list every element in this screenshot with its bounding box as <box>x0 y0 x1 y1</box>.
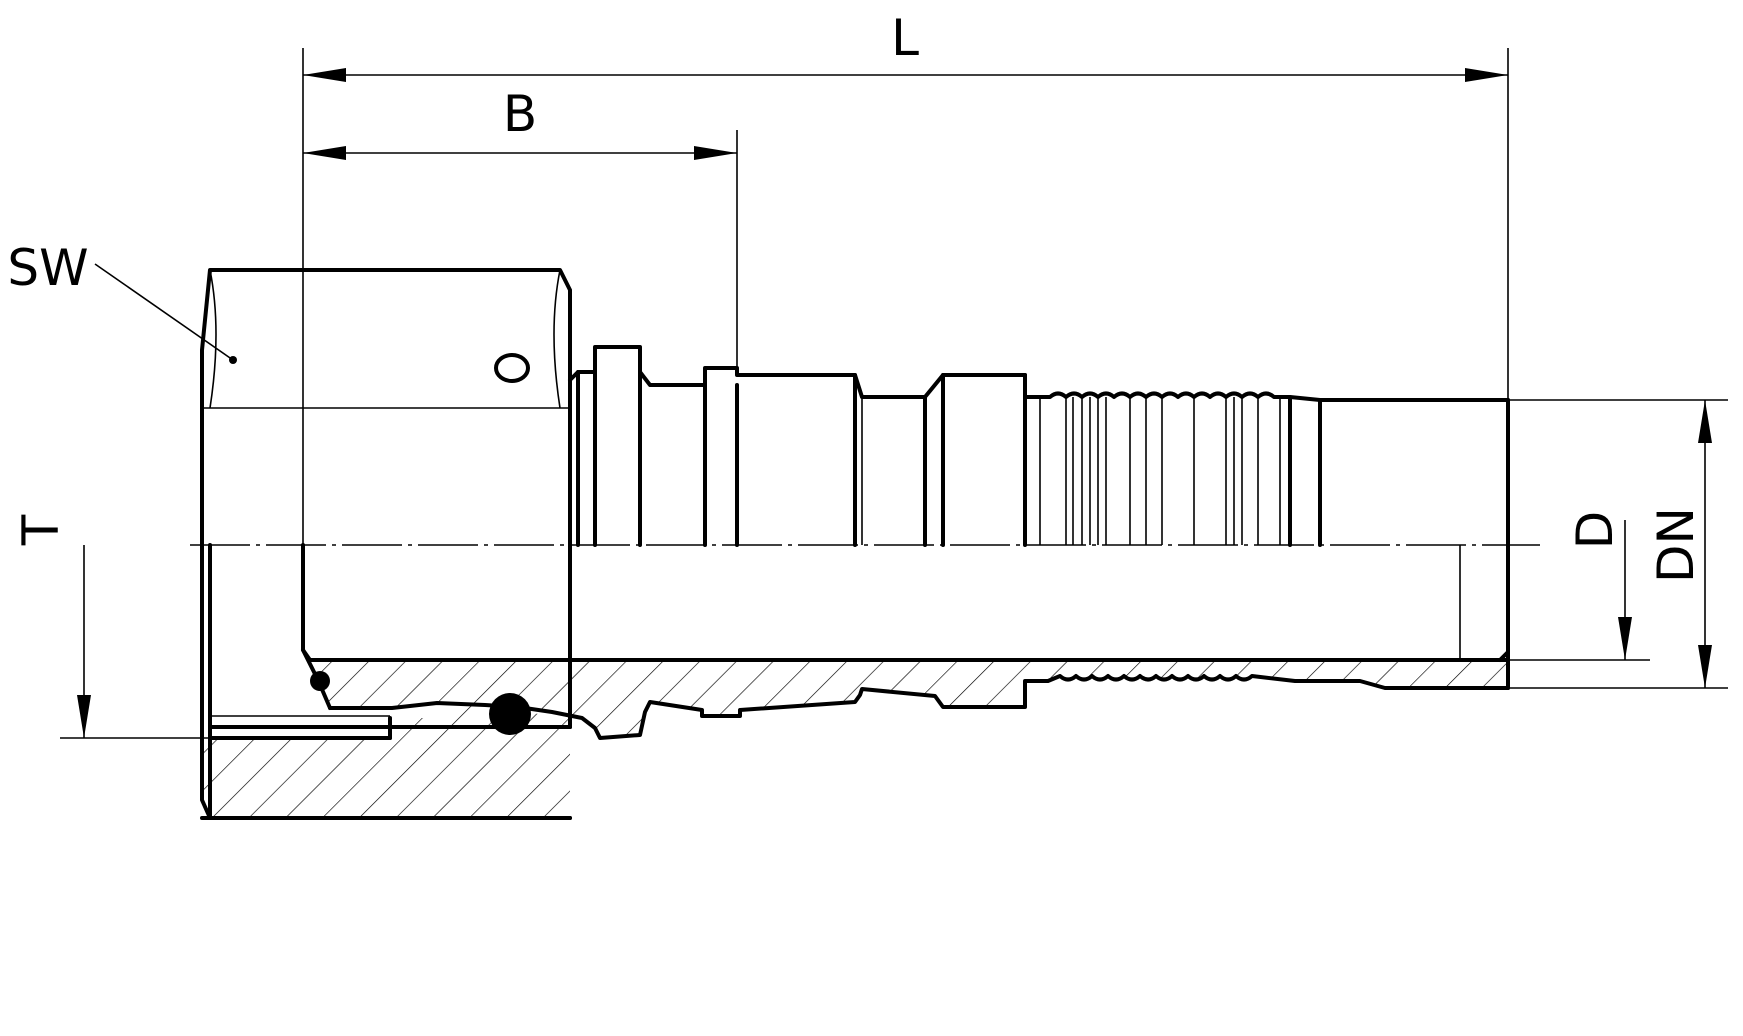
l-arrow-left <box>303 68 346 82</box>
dimension-label-l: L <box>891 9 919 67</box>
sw-leader-line <box>94 263 234 361</box>
nut-chamfer-bottom <box>553 269 561 409</box>
dn-arrow-bottom <box>1698 645 1712 688</box>
t-arrow <box>77 695 91 738</box>
dimension-label-d: D <box>1566 511 1624 550</box>
nut-section-hatch <box>202 705 570 818</box>
dn-arrow-top <box>1698 400 1712 443</box>
b-arrow-left <box>303 146 346 160</box>
body-section-outline <box>328 674 1510 740</box>
dimension-label-sw: SW <box>7 239 88 297</box>
body-upper-outline <box>568 345 1510 690</box>
o-ring-seal <box>489 693 531 735</box>
small-seal-ball <box>310 671 330 691</box>
body-wall-hatch <box>305 660 1508 738</box>
nut-chamfer-top <box>209 269 217 409</box>
dimension-label-b: B <box>503 85 537 143</box>
tube-end-face <box>1498 398 1510 662</box>
d-arrow <box>1618 617 1632 660</box>
dimension-label-dn: DN <box>1647 507 1705 583</box>
serration-lines <box>1039 397 1281 545</box>
nut-marking-o <box>494 353 530 383</box>
dimension-label-t: T <box>12 514 70 546</box>
l-arrow-right <box>1465 68 1508 82</box>
sw-leader-dot <box>229 356 237 364</box>
body-bore-outline <box>301 543 1510 662</box>
b-arrow-right <box>694 146 737 160</box>
